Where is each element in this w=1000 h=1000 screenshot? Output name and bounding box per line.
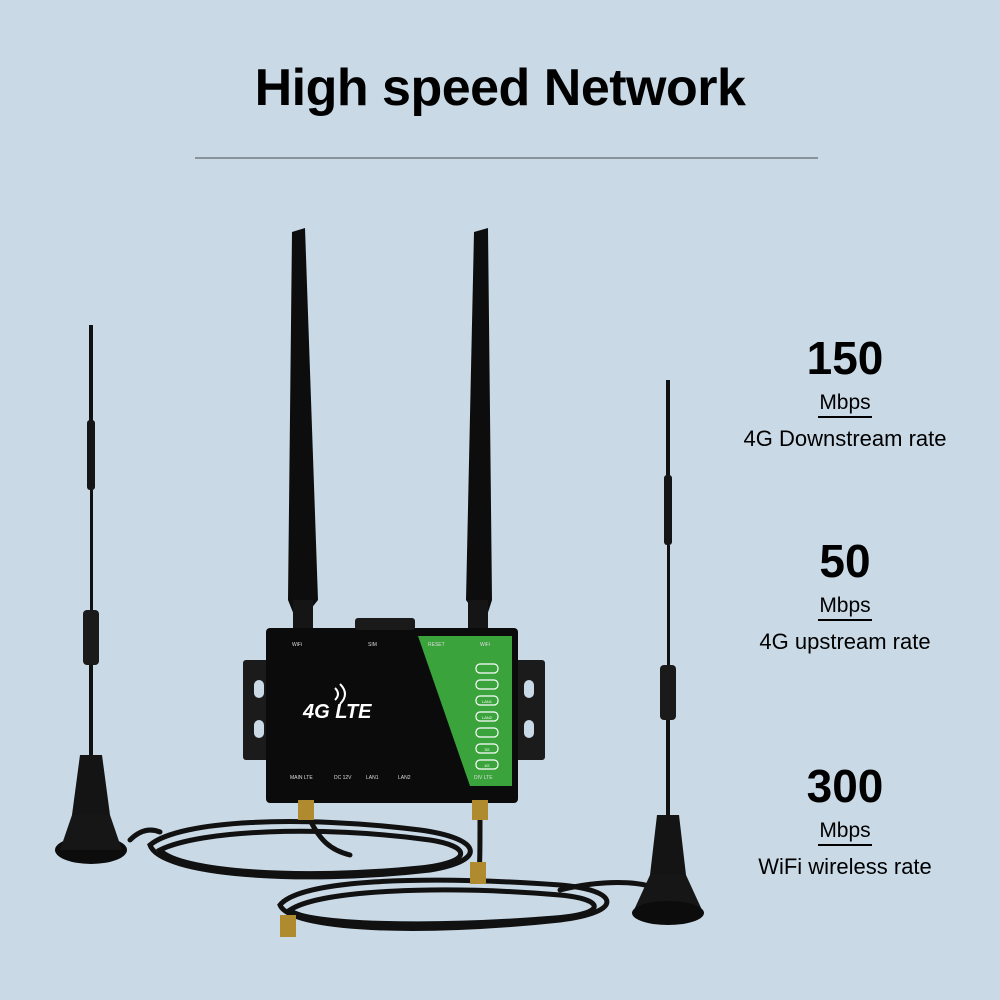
label-wifi-right: WiFi <box>480 642 490 648</box>
router-logo: 4G LTE <box>302 701 372 723</box>
stat-label: 4G upstream rate <box>759 629 931 654</box>
stat-label: WiFi wireless rate <box>758 854 932 879</box>
cable-connector <box>280 915 296 937</box>
label-div-lte: DIV LTE <box>474 775 493 781</box>
led-label: LAN1 <box>482 699 493 704</box>
stat-label: 4G Downstream rate <box>743 426 947 451</box>
label-wifi: WiFi <box>292 642 302 648</box>
label-reset: RESET <box>428 642 445 648</box>
router-antenna-left <box>288 228 318 630</box>
sma-connector-main <box>298 800 314 820</box>
mount-flange-left <box>243 660 273 760</box>
led-label: 4G <box>484 763 489 768</box>
title-divider <box>195 157 818 159</box>
router-antenna-right <box>466 228 492 630</box>
label-dc: DC 12V <box>334 775 352 781</box>
sma-connector-div <box>472 800 488 820</box>
label-sim: SIM <box>368 642 377 648</box>
led-label: 3G <box>484 747 489 752</box>
left-magnetic-antenna <box>55 325 127 864</box>
label-lan1: LAN1 <box>366 775 379 781</box>
label-lan2: LAN2 <box>398 775 411 781</box>
stat-value: 150 <box>806 332 884 384</box>
stat-value: 300 <box>806 760 884 812</box>
cable-connector <box>470 862 486 884</box>
mount-flange-right <box>515 660 545 760</box>
stat-unit: Mbps <box>818 593 872 621</box>
stat-value: 50 <box>819 535 871 587</box>
led-label: LAN2 <box>482 715 493 720</box>
stat-upstream: 50 Mbps 4G upstream rate <box>720 535 970 657</box>
stat-downstream: 150 Mbps 4G Downstream rate <box>720 332 970 454</box>
stat-unit: Mbps <box>818 818 872 846</box>
stat-unit: Mbps <box>818 390 872 418</box>
page-title: High speed Network <box>254 59 746 117</box>
label-main-lte: MAIN LTE <box>290 775 313 781</box>
right-magnetic-antenna <box>632 380 704 925</box>
stat-wifi: 300 Mbps WiFi wireless rate <box>720 760 970 882</box>
